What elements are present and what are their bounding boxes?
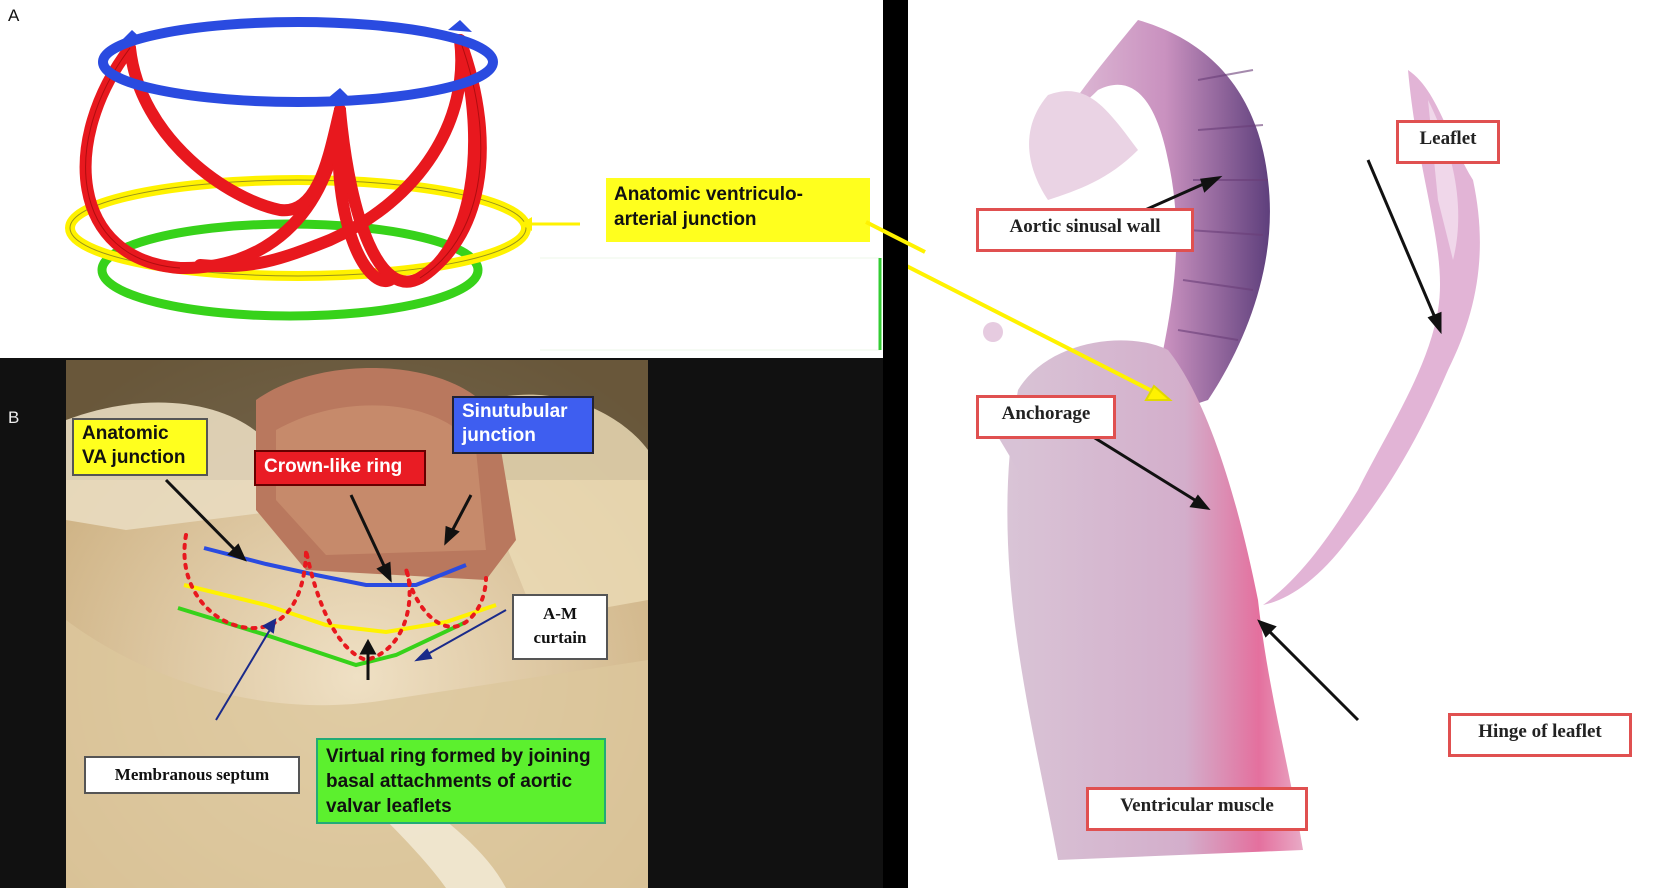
va-junction-callout: Anatomic ventriculo-arterial junction bbox=[606, 178, 870, 242]
membranous-septum-label: Membranous septum bbox=[84, 756, 300, 794]
left-panel: A bbox=[0, 0, 883, 888]
dissection-photo: Anatomic VA junction Sinutubular junctio… bbox=[66, 360, 648, 888]
diagram-a: A bbox=[0, 0, 883, 358]
aortic-sinusal-wall-label: Aortic sinusal wall bbox=[976, 208, 1194, 252]
crown-ring-label: Crown-like ring bbox=[254, 450, 426, 486]
virtual-ring-label: Virtual ring formed by joining basal att… bbox=[316, 738, 606, 824]
am-curtain-label: A-M curtain bbox=[512, 594, 608, 660]
panel-label-b: B bbox=[8, 408, 19, 428]
sinutubular-label: Sinutubular junction bbox=[452, 396, 594, 454]
blue-ring bbox=[103, 22, 493, 102]
histology-panel: Aortic sinusal wall Leaflet Anchorage Hi… bbox=[908, 0, 1677, 888]
leaflet-label: Leaflet bbox=[1396, 120, 1500, 164]
anatomic-va-label: Anatomic VA junction bbox=[72, 418, 208, 476]
ventricular-muscle-label: Ventricular muscle bbox=[1086, 787, 1308, 831]
anchorage-label: Anchorage bbox=[976, 395, 1116, 439]
hinge-of-leaflet-label: Hinge of leaflet bbox=[1448, 713, 1632, 757]
